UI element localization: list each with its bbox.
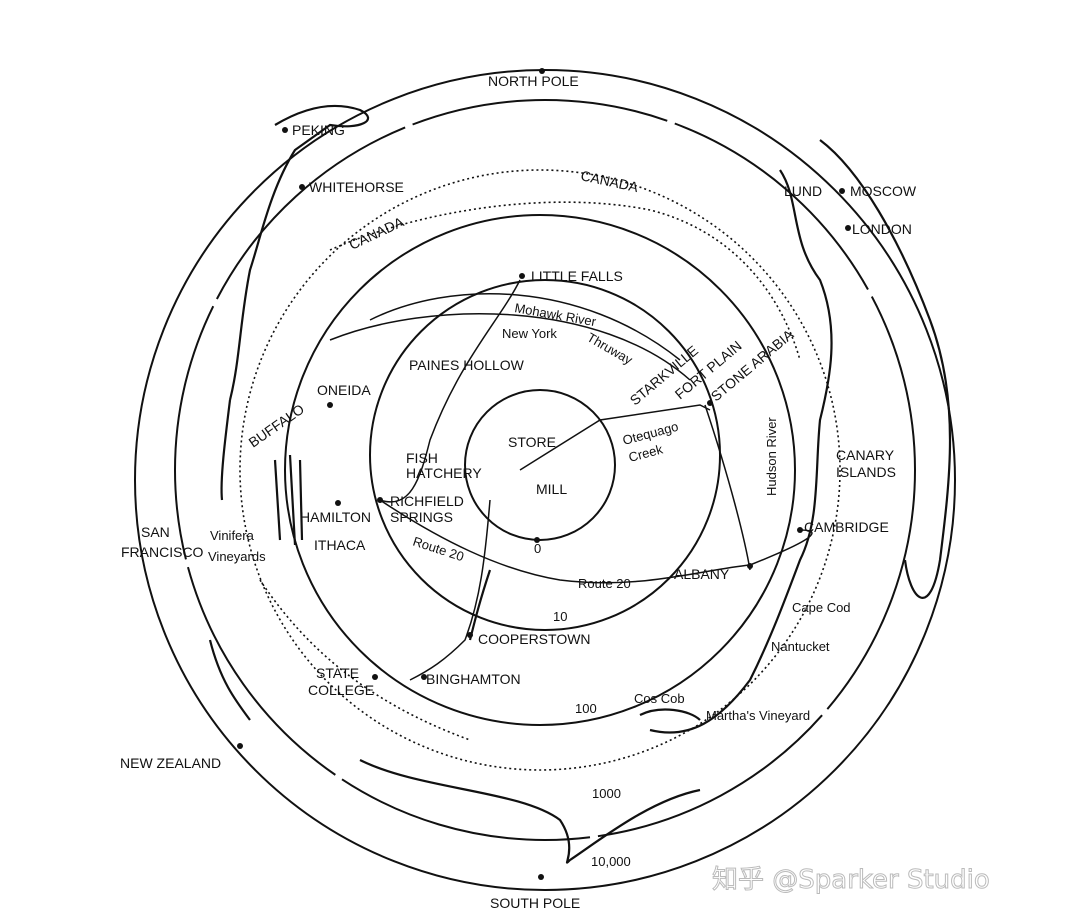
albany-label: ALBANY [674,566,730,582]
ring-label-10: 10 [553,609,567,624]
canada-top-label: CANADA [579,167,640,195]
cos-cob-label: Cos Cob [634,691,685,706]
new-zealand-label: NEW ZEALAND [120,755,221,771]
cape-cod-label: Cape Cod [792,600,851,615]
ring-label-10000: 10,000 [591,854,631,869]
long-island [639,708,701,721]
cambridge-label: CAMBRIDGE [804,519,889,535]
vinifera-label-2: Vineyards [208,549,266,564]
place-dots [237,68,851,880]
ithaca-label: ITHACA [314,537,366,553]
buffalo-label: BUFFALO [246,401,308,451]
route-20-left-label: Route 20 [411,534,466,565]
ring-label-0: 0 [534,541,541,556]
west-coastline [228,104,369,401]
ring-10 [369,279,721,631]
lund-label: LUND [784,183,822,199]
ring-label-1000: 1000 [592,786,621,801]
oneida-label: ONEIDA [317,382,371,398]
south-pole-label: SOUTH POLE [490,895,580,911]
outer-ring [134,69,956,891]
fish-hatchery-label-2: HATCHERY [406,465,482,481]
paines-hollow-label: PAINES HOLLOW [409,357,525,373]
north-pole-label: NORTH POLE [488,73,579,89]
ny-thruway-label-2: Thruway [585,330,636,368]
canada-border [329,201,801,361]
vinifera-label-1: Vinifera [210,528,255,543]
cooperstown-label: COOPERSTOWN [478,631,591,647]
finger-lakes [273,454,304,546]
london-label: LONDON [852,221,912,237]
san-francisco-label-2: FRANCISCO [121,544,204,560]
south-coastline [359,759,701,864]
otequago-creek-line [519,404,711,471]
route-20-line [379,499,813,584]
east-coastline [649,169,833,734]
nantucket-label: Nantucket [771,639,830,654]
ring-label-100: 100 [575,701,597,716]
hudson-river-label: Hudson River [764,417,779,496]
san-francisco-label-1: SAN [141,524,170,540]
moscow-label: MOSCOW [850,183,917,199]
ny-thruway-label-1: New York [502,326,557,341]
thruway-line [329,313,691,381]
new-zealand-coast [208,639,251,721]
road-little-falls [379,279,521,503]
mill-label: MILL [536,481,567,497]
fish-hatchery-label-1: FISH [406,450,438,466]
hamilton-label: HAMILTON [300,509,371,525]
little-falls-label: LITTLE FALLS [531,268,623,284]
state-college-label-2: COLLEGE [308,682,374,698]
ring-0 [464,389,616,541]
lake-shore [220,399,232,501]
marthas-vineyard-label: Martha's Vineyard [706,708,810,723]
mohawk-river-label: Mohawk River [513,300,597,329]
whitehorse-label: WHITEHORSE [309,179,404,195]
richfield-springs-label-1: RICHFIELD [390,493,464,509]
canary-islands-label-2: ISLANDS [836,464,896,480]
ring-100 [284,214,796,726]
store-label: STORE [508,434,556,450]
dotted-ring [239,169,841,771]
road-cooperstown [409,499,491,681]
dotted-route [259,579,471,741]
watermark: 知乎 @Sparker Studio [712,865,990,895]
peking-label: PEKING [292,122,345,138]
richfield-springs-label-2: SPRINGS [390,509,453,525]
route-20-right-label: Route 20 [578,576,631,591]
ring-1000 [174,99,916,841]
europe-africa-coast [819,139,952,599]
canary-islands-label-1: CANARY [836,447,895,463]
mohawk-river-line [369,292,681,361]
road-albany [704,404,751,571]
binghamton-label: BINGHAMTON [426,671,521,687]
state-college-label-1: STATE [316,665,359,681]
